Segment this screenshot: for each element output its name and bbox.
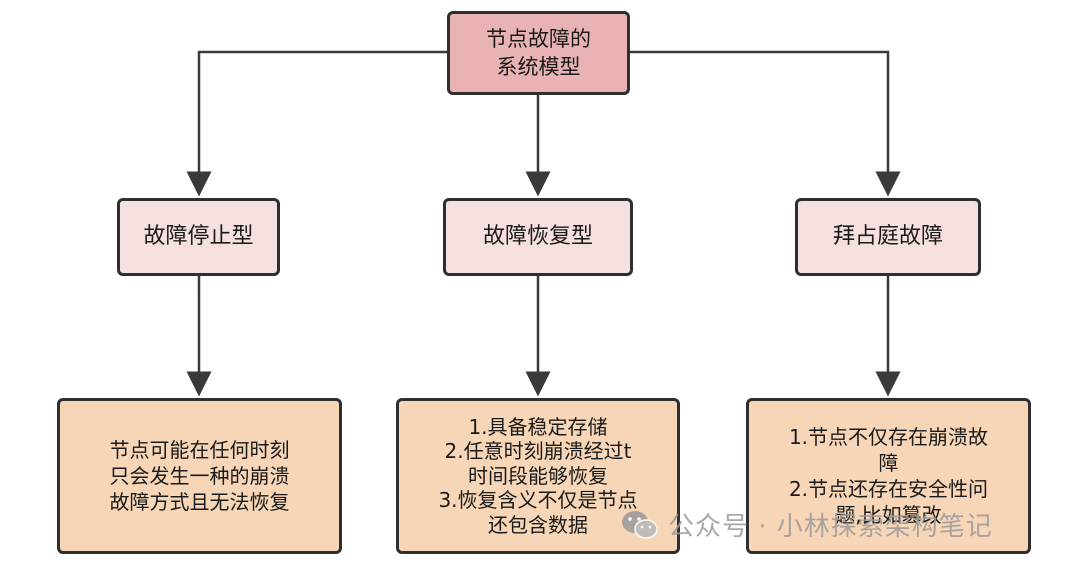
root-line: 系统模型 — [496, 55, 581, 79]
detail-line: 2.节点还存在安全性问 — [788, 477, 989, 501]
detail-text: 1.具备稳定存储 2.任意时刻崩溃经过t 时间段能够恢复 3.恢复含义不仅是节点… — [438, 415, 637, 537]
detail-line: 3.恢复含义不仅是节点 — [438, 488, 638, 513]
connector-root-to-left — [186, 50, 447, 197]
detail-line: 1.具备稳定存储 — [468, 415, 608, 440]
detail-node-byzantine: 1.节点不仅存在崩溃故 障 2.节点还存在安全性问 题,比如篡改 — [746, 398, 1031, 554]
category-node-byzantine: 拜占庭故障 — [795, 198, 981, 276]
root-node: 节点故障的 系统模型 — [447, 11, 630, 95]
root-label: 节点故障的 系统模型 — [486, 25, 591, 82]
connector-root-to-right — [630, 50, 901, 197]
detail-node-fail-stop: 节点可能在任何时刻 只会发生一种的崩溃 故障方式且无法恢复 — [57, 398, 342, 554]
detail-line: 2.任意时刻崩溃经过t — [444, 439, 632, 464]
wechat-icon — [620, 508, 660, 542]
detail-line: 节点可能在任何时刻 — [109, 438, 290, 462]
detail-text: 1.节点不仅存在崩溃故 障 2.节点还存在安全性问 题,比如篡改 — [789, 424, 988, 528]
detail-line: 障 — [878, 451, 899, 475]
root-line: 节点故障的 — [486, 26, 591, 51]
category-label: 拜占庭故障 — [832, 224, 943, 250]
category-node-fail-stop: 故障停止型 — [117, 198, 280, 276]
detail-text: 节点可能在任何时刻 只会发生一种的崩溃 故障方式且无法恢复 — [110, 437, 290, 515]
watermark-text: 公众号 · 小林探索架构笔记 — [668, 512, 993, 542]
detail-line: 题,比如篡改 — [835, 503, 942, 527]
detail-line: 故障方式且无法恢复 — [109, 490, 290, 514]
category-label: 故障停止型 — [143, 224, 254, 250]
category-label: 故障恢复型 — [482, 224, 593, 250]
detail-line: 还包含数据 — [488, 512, 588, 537]
watermark: 公众号 · 小林探索架构笔记 — [620, 506, 993, 543]
category-node-fail-recover: 故障恢复型 — [443, 198, 633, 276]
detail-line: 只会发生一种的崩溃 — [109, 464, 290, 488]
detail-line: 时间段能够恢复 — [468, 463, 608, 488]
detail-line: 1.节点不仅存在崩溃故 — [788, 425, 989, 449]
